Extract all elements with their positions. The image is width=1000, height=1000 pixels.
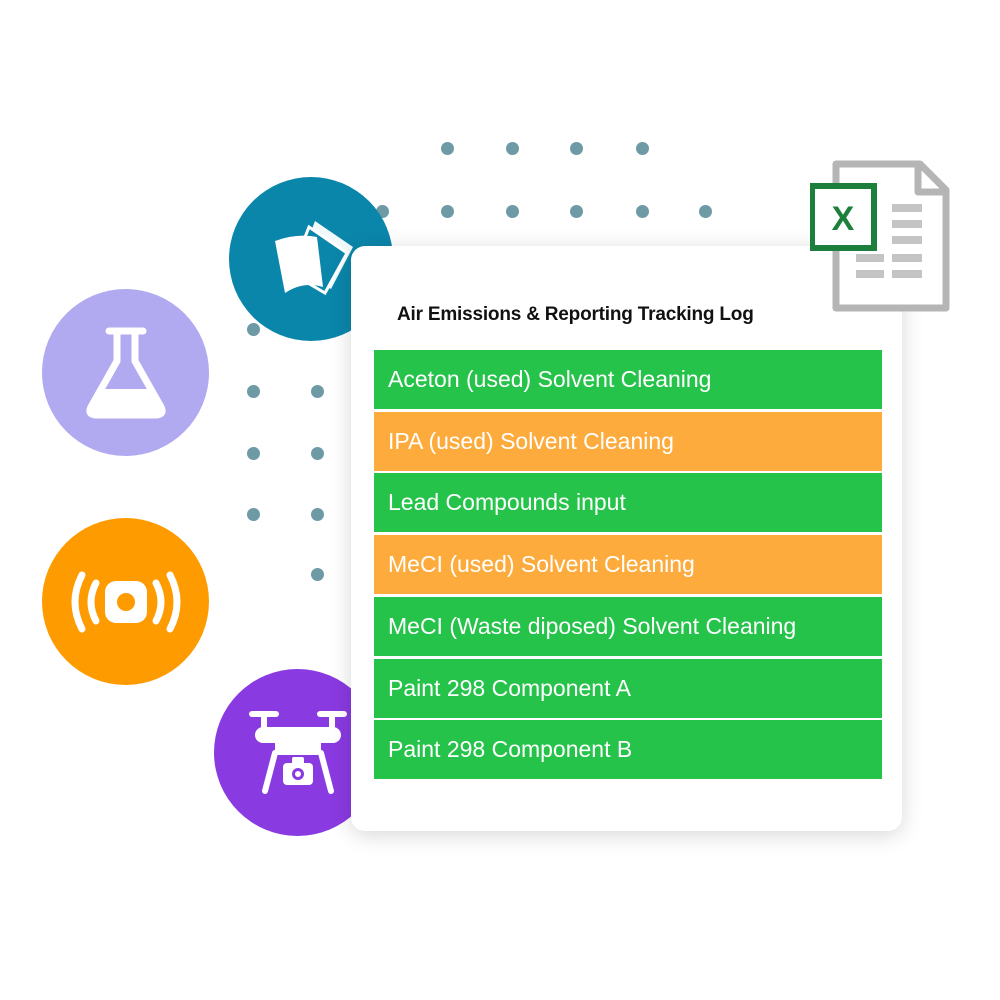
dot — [247, 508, 260, 521]
dot — [311, 568, 324, 581]
dot — [247, 447, 260, 460]
dot — [570, 142, 583, 155]
tracking-log-row[interactable]: IPA (used) Solvent Cleaning — [374, 411, 882, 471]
papers-icon — [275, 221, 353, 296]
dot — [247, 323, 260, 336]
sensor-icon — [71, 571, 180, 632]
dot — [506, 142, 519, 155]
tracking-log-row[interactable]: MeCI (Waste diposed) Solvent Cleaning — [374, 596, 882, 656]
tracking-log-row[interactable]: Aceton (used) Solvent Cleaning — [374, 350, 882, 409]
tracking-log-row[interactable]: MeCI (used) Solvent Cleaning — [374, 535, 882, 595]
sensor-circle — [42, 518, 209, 685]
dot — [247, 385, 260, 398]
excel-icon: X — [809, 160, 950, 312]
drone-icon — [248, 710, 347, 794]
dot — [441, 205, 454, 218]
dot — [311, 508, 324, 521]
dot — [441, 142, 454, 155]
dot — [311, 385, 324, 398]
tracking-log-row[interactable]: Paint 298 Component A — [374, 658, 882, 718]
card-title: Air Emissions & Reporting Tracking Log — [397, 304, 754, 325]
dot — [570, 205, 583, 218]
excel-badge-letter: X — [832, 200, 855, 238]
tracking-log-row[interactable]: Lead Compounds input — [374, 473, 882, 533]
dot — [506, 205, 519, 218]
tracking-log-row[interactable]: Paint 298 Component B — [374, 720, 882, 780]
flask-icon — [85, 327, 166, 418]
dot — [311, 447, 324, 460]
dot — [636, 205, 649, 218]
dot — [636, 142, 649, 155]
flask-circle — [42, 289, 209, 456]
dot — [699, 205, 712, 218]
tracking-log-card: Air Emissions & Reporting Tracking Log A… — [351, 246, 902, 831]
